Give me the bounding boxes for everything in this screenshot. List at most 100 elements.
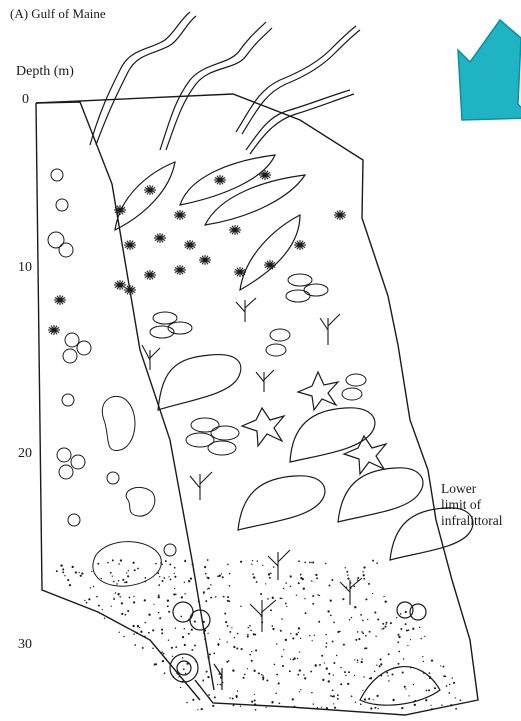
sediment-dot	[434, 687, 436, 689]
sediment-dot	[325, 646, 327, 648]
sediment-dot	[158, 596, 160, 598]
sediment-dot	[388, 653, 390, 655]
sea-urchin	[214, 175, 226, 185]
sediment-dot	[253, 576, 255, 578]
sediment-dot	[126, 572, 127, 573]
sediment-dot	[319, 664, 321, 666]
sediment-dot	[249, 625, 251, 627]
sea-urchin	[144, 185, 156, 195]
sediment-dot	[174, 588, 175, 589]
sediment-dot	[293, 706, 295, 708]
sediment-dot	[304, 677, 306, 679]
sediment-dot	[219, 575, 221, 577]
sediment-dot	[247, 635, 249, 637]
sediment-dot	[354, 675, 355, 676]
sediment-dot	[333, 674, 334, 675]
sediment-dot	[175, 593, 177, 595]
sediment-dot	[96, 596, 98, 598]
sediment-dot	[317, 707, 318, 708]
sediment-dot	[375, 636, 376, 637]
sediment-dot	[104, 617, 105, 618]
sediment-dot	[88, 598, 90, 600]
laminarian-blades	[115, 155, 473, 560]
sediment-stipple	[56, 559, 461, 711]
sediment-dot	[194, 644, 196, 646]
sediment-dot	[299, 669, 301, 671]
sediment-dot	[322, 679, 324, 681]
sediment-dot	[346, 571, 348, 573]
sediment-dot	[207, 676, 209, 678]
sediment-dot	[317, 594, 319, 596]
sediment-dot	[391, 673, 393, 675]
sediment-dot	[382, 623, 384, 625]
sediment-dot	[269, 577, 271, 579]
sediment-dot	[303, 588, 305, 590]
sediment-dot	[262, 565, 263, 566]
sediment-dot	[272, 597, 274, 599]
sediment-dot	[207, 559, 209, 561]
sediment-dot	[174, 567, 176, 569]
sediment-dot	[368, 583, 370, 585]
sediment-dot	[351, 695, 353, 697]
sediment-dot	[158, 594, 160, 596]
sediment-dot	[337, 631, 339, 633]
sediment-dot	[172, 656, 173, 657]
block-outline	[36, 94, 478, 715]
sediment-dot	[237, 633, 239, 635]
sediment-dot	[429, 672, 431, 674]
sediment-dot	[332, 641, 334, 643]
sediment-dot	[276, 674, 278, 676]
sediment-dot	[357, 662, 358, 663]
sediment-dot	[330, 615, 332, 617]
sediment-dot	[184, 628, 185, 629]
sediment-dot	[261, 674, 263, 676]
sediment-dot	[401, 707, 403, 709]
sediment-dot	[403, 658, 404, 659]
sediment-dot	[276, 643, 277, 644]
sediment-dot	[304, 562, 306, 564]
sediment-dot	[281, 618, 283, 620]
sediment-dot	[311, 562, 312, 563]
sediment-dot	[140, 631, 142, 633]
sediment-dot	[390, 622, 392, 624]
sediment-dot	[285, 639, 287, 641]
sediment-dot	[233, 704, 235, 706]
sediment-dot	[69, 584, 71, 586]
sediment-dot	[153, 604, 154, 605]
sediment-dot	[233, 646, 235, 648]
pointer-arrow-icon	[458, 20, 521, 120]
sediment-dot	[159, 576, 160, 577]
sediment-dot	[175, 646, 177, 648]
sediment-dot	[162, 580, 164, 582]
sediment-dot	[297, 674, 299, 676]
sediment-dot	[357, 631, 359, 633]
sediment-dot	[184, 560, 186, 562]
sediment-dot	[327, 610, 329, 612]
sediment-dot	[345, 675, 346, 676]
sediment-dot	[404, 686, 406, 688]
sediment-dot	[300, 689, 301, 690]
sediment-dot	[386, 672, 388, 674]
sediment-dot	[137, 568, 139, 570]
sediment-dot	[373, 699, 374, 700]
sediment-dot	[127, 575, 129, 577]
sediment-dot	[459, 699, 461, 701]
sea-urchin	[184, 240, 196, 250]
sediment-dot	[124, 582, 125, 583]
sediment-dot	[384, 626, 386, 628]
sediment-dot	[312, 603, 314, 605]
sediment-dot	[115, 592, 117, 594]
sediment-dot	[144, 636, 146, 638]
sediment-dot	[62, 571, 64, 573]
sediment-dot	[158, 612, 160, 614]
sediment-dot	[161, 632, 163, 634]
sediment-dot	[330, 695, 332, 697]
sediment-dot	[119, 596, 121, 598]
sediment-dot	[363, 574, 365, 576]
sediment-dot	[182, 636, 184, 638]
sediment-dot	[387, 675, 388, 676]
sediment-dot	[405, 623, 407, 625]
sediment-dot	[159, 617, 161, 619]
sediment-dot	[251, 564, 252, 565]
sea-urchin	[48, 325, 60, 335]
